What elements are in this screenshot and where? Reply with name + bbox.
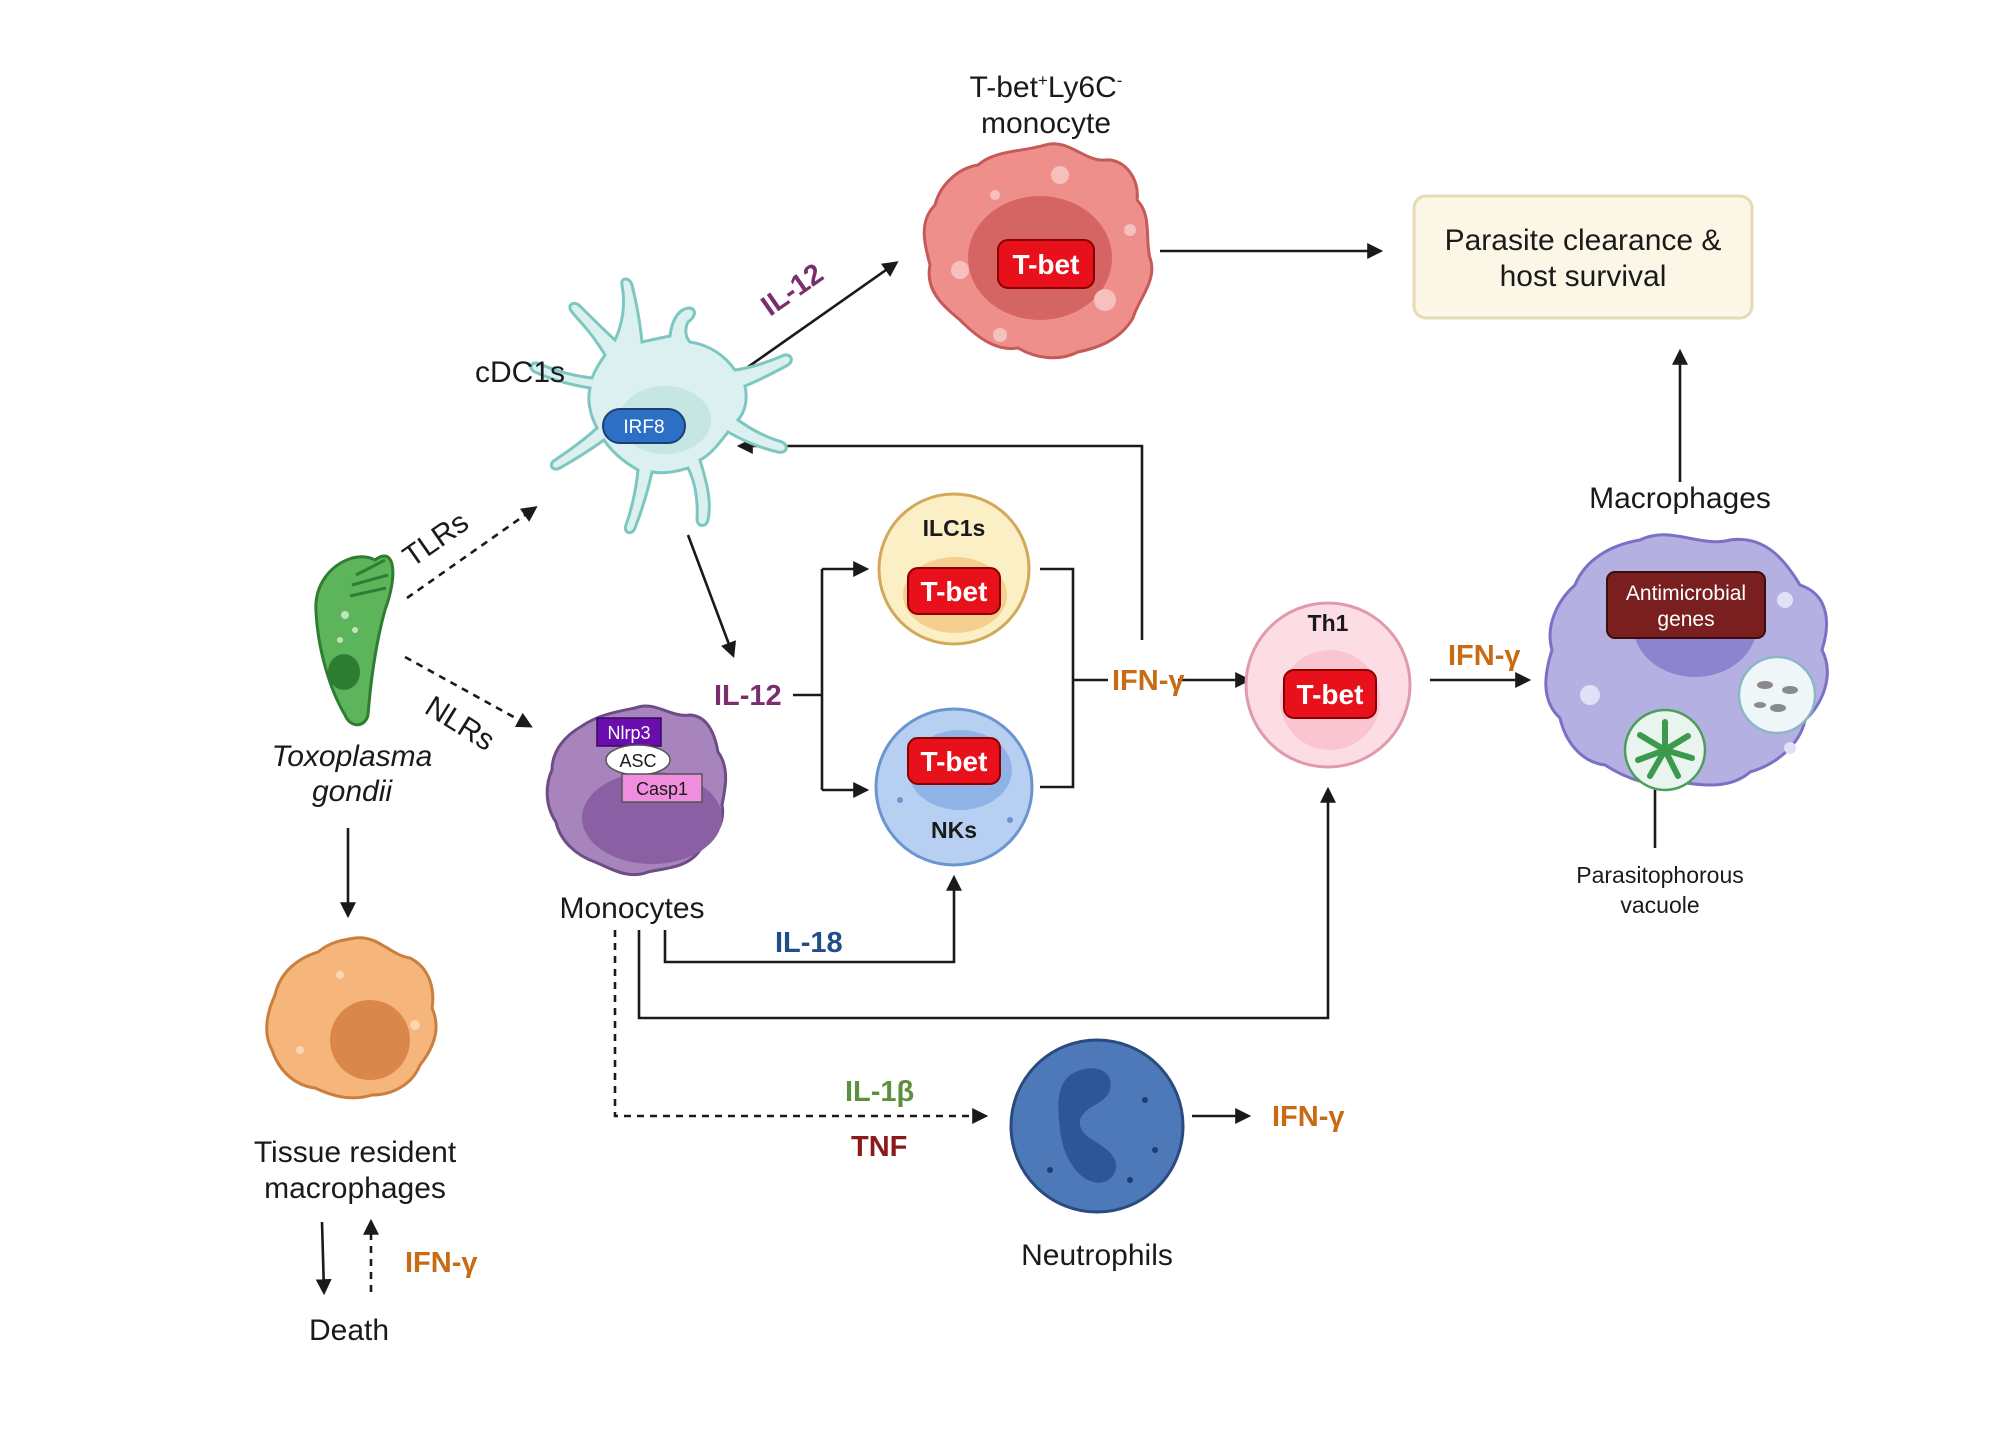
il18-label: IL-18 (775, 927, 843, 959)
tbet-label: T-bet (921, 746, 988, 777)
neutrophil-granule (1152, 1147, 1158, 1153)
pv-label-1: Parasitophorous (1576, 862, 1744, 888)
arrow-monocytes-to-th1 (637, 786, 1336, 1020)
neutrophil-cell (1009, 1038, 1185, 1214)
vesicle (1580, 685, 1600, 705)
cdc1-label: cDC1s (475, 356, 565, 389)
macrophages-label: Macrophages (1589, 482, 1771, 515)
degraded-parasites (1754, 681, 1798, 712)
tbet-badge-monocyte: T-bet (997, 239, 1095, 289)
tbet-label: T-bet (1013, 249, 1080, 280)
ifng-mid-label: IFN-γ (1112, 665, 1185, 697)
vesicle (990, 190, 1000, 200)
parasite-granule (352, 627, 358, 633)
tbet-monocyte-title: T-bet+Ly6C- (970, 71, 1123, 104)
tissue-mac-nucleus (330, 1000, 410, 1080)
parasite-granule (341, 611, 349, 619)
degraded-vacuole (1737, 655, 1817, 735)
casp1-box (621, 773, 703, 803)
tnf-label: TNF (851, 1131, 907, 1163)
tissue-macrophage-cell (265, 936, 438, 1100)
outcome-line1: Parasite clearance & (1445, 224, 1722, 257)
tissue-mac-label-1: Tissue resident (254, 1136, 457, 1169)
arrow-monocytes-il18-to-nks (663, 874, 962, 964)
arrow-tissue-mac-to-death (315, 1221, 332, 1296)
neutrophil-cell-icon (1009, 1038, 1185, 1214)
irf8-badge: IRF8 (602, 408, 686, 444)
arrow-cdc1-to-il12 (686, 534, 736, 658)
irf8-label: IRF8 (623, 417, 664, 438)
vesicle (1124, 224, 1136, 236)
vesicle (1784, 742, 1796, 754)
vesicle (1051, 166, 1069, 184)
death-label: Death (309, 1314, 389, 1347)
neutrophils-label: Neutrophils (1021, 1239, 1173, 1272)
outcome-box: Parasite clearance & host survival (1412, 194, 1754, 320)
tbet-label: T-bet (1297, 679, 1364, 710)
arrow-monocytes-to-neutrophils (613, 930, 989, 1124)
arrow-ifng-feedback-to-cdc1 (736, 438, 1144, 640)
il1b-label: IL-1β (845, 1076, 914, 1108)
vesicle (296, 1046, 304, 1054)
monocytes-label: Monocytes (559, 892, 704, 925)
nk-cell: NKs (874, 707, 1034, 867)
tbet-badge-nk: T-bet (907, 737, 1001, 785)
toxo-label-1: Toxoplasma (272, 740, 433, 773)
outcome-line2: host survival (1500, 260, 1667, 293)
il12-top-label: IL-12 (756, 258, 830, 323)
neutrophil-nucleus (1058, 1068, 1117, 1183)
parasite-nucleus (328, 654, 360, 690)
nk-granule (1007, 817, 1013, 823)
vesicle (336, 971, 344, 979)
ifng-neut-label: IFN-γ (1272, 1101, 1345, 1133)
inflammasome: Nlrp3 ASC Casp1 (596, 717, 703, 803)
neutrophil-granule (1047, 1167, 1053, 1173)
tbet-label: T-bet (921, 576, 988, 607)
ilc1s-label: ILC1s (923, 515, 986, 541)
vesicle (951, 261, 969, 279)
antimicrobial-label-2: genes (1657, 608, 1714, 631)
tbet-badge-th1: T-bet (1283, 669, 1377, 719)
th1-label: Th1 (1308, 610, 1349, 636)
nlrp3-label: Nlrp3 (607, 723, 650, 743)
tlrs-label: TLRs (397, 506, 475, 574)
nk-granule (897, 797, 903, 803)
connector-ilc1s-out (1040, 567, 1075, 789)
neutrophil-granule (1127, 1177, 1133, 1183)
parasite-organelles (349, 558, 389, 598)
toxoplasma (314, 554, 395, 727)
tbet-badge-ilc1: T-bet (907, 567, 1001, 615)
neutrophil-granule (1142, 1097, 1148, 1103)
ifng-th1-label: IFN-γ (1448, 640, 1521, 672)
tissue-mac-label-2: macrophages (264, 1172, 446, 1205)
parasite-icon (314, 554, 395, 727)
arrow-toxo-to-cdc1-tlrs (406, 506, 538, 600)
parasite-granule (337, 637, 343, 643)
il12-mid-label: IL-12 (714, 680, 782, 712)
nks-label: NKs (931, 817, 977, 843)
asc-label: ASC (619, 751, 656, 771)
vesicle (410, 1020, 420, 1030)
vesicle (993, 328, 1007, 342)
cdc1-cell (529, 277, 793, 535)
arrow-cdc1-to-tbet-monocyte (737, 261, 899, 376)
casp1-label: Casp1 (636, 779, 688, 799)
antimicrobial-genes-box: Antimicrobial genes (1606, 571, 1766, 639)
antimicrobial-label-1: Antimicrobial (1626, 582, 1746, 605)
vacuole-parasites (1635, 719, 1695, 779)
ifng-tissue-label: IFN-γ (405, 1247, 478, 1279)
vesicle (1094, 289, 1116, 311)
tbet-monocyte-title-line2: monocyte (981, 107, 1111, 140)
vesicle (1777, 592, 1793, 608)
pv-label-2: vacuole (1620, 892, 1699, 918)
toxo-label-2: gondii (312, 775, 393, 808)
arrow-toxo-to-monocytes-nlrs (404, 655, 533, 728)
